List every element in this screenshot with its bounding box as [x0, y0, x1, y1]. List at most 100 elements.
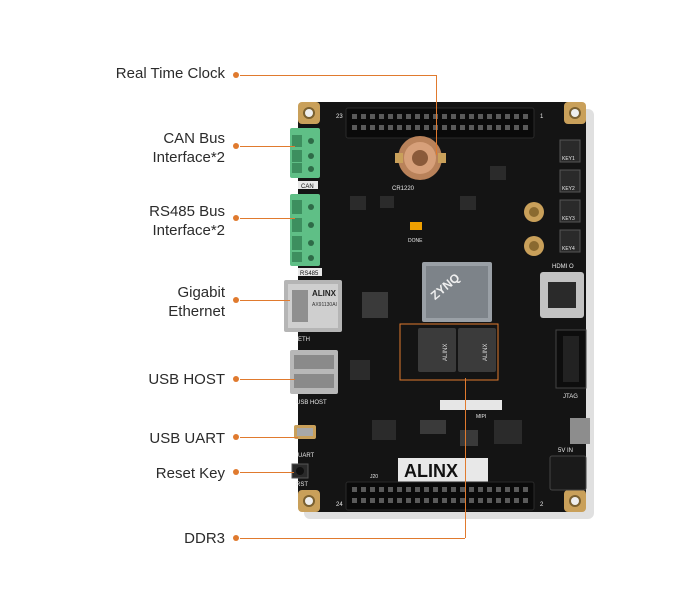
label-reset-key: Reset Key [155, 465, 225, 482]
header-pin [361, 114, 366, 119]
header-pin [505, 487, 510, 492]
key-4 [559, 229, 581, 253]
header-pin [478, 114, 483, 119]
silk-key4: KEY4 [562, 246, 575, 252]
silk-key3: KEY3 [562, 216, 575, 222]
header-pin [460, 125, 465, 130]
leader-dot-rs485 [233, 215, 239, 221]
label-ddr3: DDR3 [184, 530, 225, 547]
header-pin [388, 114, 393, 119]
header-pin [352, 114, 357, 119]
header-pin [451, 125, 456, 130]
header-pin [415, 498, 420, 503]
board-brand: ALINX [404, 461, 458, 481]
leader-dot-rtc [233, 72, 239, 78]
label-can-bus-line2: Interface*2 [152, 149, 225, 166]
ddr3-chip-right [458, 328, 496, 372]
header-pin [478, 498, 483, 503]
header-pin [478, 125, 483, 130]
header-pin [370, 487, 375, 492]
label-rs485-line1: RS485 Bus [149, 203, 225, 220]
leader-usb-host [240, 379, 295, 380]
header-pin [406, 498, 411, 503]
header-pin [523, 498, 528, 503]
header-pin [370, 498, 375, 503]
leader-ethernet [240, 300, 290, 301]
power-switch [570, 418, 590, 444]
header-pin [514, 487, 519, 492]
key-1 [559, 139, 581, 163]
header-pin [388, 498, 393, 503]
header-pin [487, 487, 492, 492]
pin-2-bottom: 2 [540, 502, 544, 508]
header-pin [406, 125, 411, 130]
leader-rs485 [240, 218, 295, 219]
header-pin [460, 498, 465, 503]
header-pin [496, 114, 501, 119]
leader-rtc [240, 75, 436, 76]
mipi-connector [440, 400, 502, 410]
leader-can [240, 146, 295, 147]
ddr-left-label: ALINX [443, 344, 449, 361]
header-pin [523, 487, 528, 492]
leader-ddr3-vertical [465, 378, 466, 538]
header-pin [424, 498, 429, 503]
header-pin [460, 114, 465, 119]
header-pin [514, 114, 519, 119]
ddr3-outline [399, 323, 499, 381]
header-pin [442, 487, 447, 492]
label-usb-host: USB HOST [148, 371, 225, 388]
header-pin [370, 114, 375, 119]
leader-rtc-vertical [436, 75, 437, 155]
header-pin [415, 114, 420, 119]
key-2 [559, 169, 581, 193]
header-pin [352, 487, 357, 492]
header-pin [469, 498, 474, 503]
header-pin [514, 498, 519, 503]
header-pin [469, 114, 474, 119]
label-gigabit-line1: Gigabit [177, 284, 225, 301]
header-pin [352, 498, 357, 503]
header-pin [505, 114, 510, 119]
silk-cr1220: CR1220 [392, 186, 415, 192]
dc-jack [549, 455, 587, 491]
silk-done: DONE [408, 238, 423, 244]
header-pin [496, 487, 501, 492]
header-pin [361, 498, 366, 503]
header-pin [451, 498, 456, 503]
bottom-header [345, 481, 535, 511]
header-pin [442, 114, 447, 119]
silk-key2: KEY2 [562, 186, 575, 192]
silk-j20: J20 [370, 474, 378, 480]
header-pin [397, 114, 402, 119]
header-pin [379, 125, 384, 130]
silk-mipi: MIPI [476, 414, 486, 420]
header-pin [388, 487, 393, 492]
header-pin [361, 125, 366, 130]
header-pin [478, 487, 483, 492]
key-3 [559, 199, 581, 223]
header-pin [433, 125, 438, 130]
label-gigabit-line2: Ethernet [168, 303, 225, 320]
header-pin [379, 498, 384, 503]
header-pin [433, 498, 438, 503]
header-pin [433, 114, 438, 119]
silk-key1: KEY1 [562, 156, 575, 162]
silk-uart: UART [298, 453, 315, 459]
header-pin [451, 487, 456, 492]
top-header [345, 107, 535, 139]
header-pin [397, 487, 402, 492]
header-pin [496, 125, 501, 130]
header-pin [352, 125, 357, 130]
label-rs485-line2: Interface*2 [152, 222, 225, 239]
leader-dot-reset [233, 469, 239, 475]
header-pin [388, 125, 393, 130]
header-pin [397, 498, 402, 503]
header-pin [487, 114, 492, 119]
silk-can: CAN [301, 184, 314, 190]
label-usb-uart: USB UART [149, 430, 225, 447]
leader-dot-can [233, 143, 239, 149]
header-pin [415, 125, 420, 130]
leader-usb-uart [240, 437, 298, 438]
